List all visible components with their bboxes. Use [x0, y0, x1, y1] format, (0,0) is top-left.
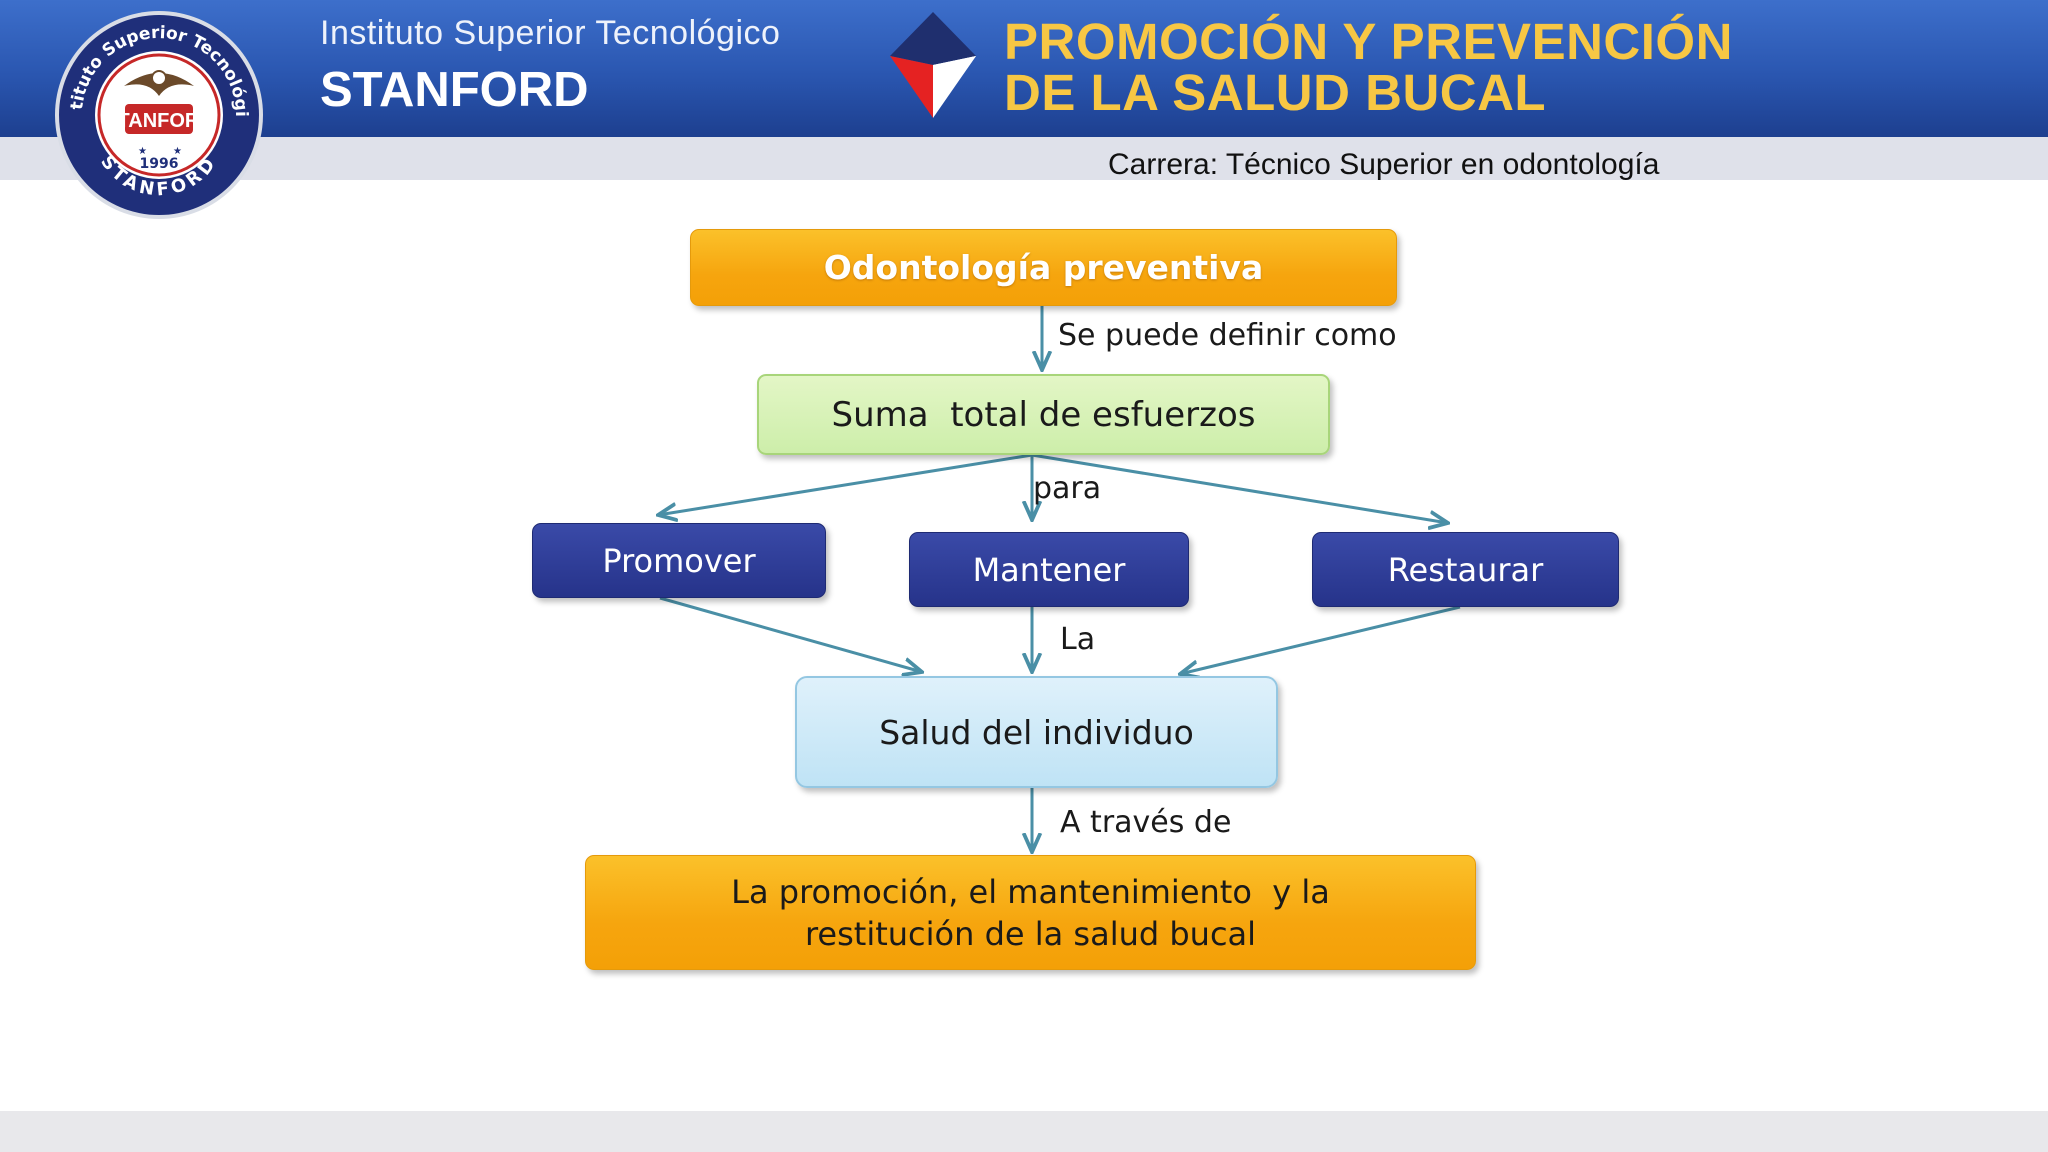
subtitle-bar — [0, 137, 2048, 180]
node-salud-individuo: Salud del individuo — [795, 676, 1278, 788]
svg-text:★: ★ — [138, 146, 147, 157]
footer-bar — [0, 1111, 2048, 1152]
header-bar — [0, 0, 2048, 137]
node-health-label: Salud del individuo — [879, 712, 1194, 752]
stanford-logo: Instituto Superior Tecnológico STANFORD … — [52, 8, 263, 219]
arrow-sum-to-promote — [658, 453, 1033, 515]
arrow-promote-to-health — [659, 596, 922, 672]
node-odontologia-preventiva: Odontología preventiva — [690, 229, 1397, 306]
logo-year: 1996 — [140, 156, 179, 172]
edge-label-define: Se puede definir como — [1058, 318, 1397, 353]
page-title: PROMOCIÓN Y PREVENCIÓN DE LA SALUD BUCAL — [1004, 16, 1733, 118]
node-root-label: Odontología preventiva — [823, 248, 1264, 287]
node-promover: Promover — [532, 523, 826, 598]
diamond-flag-icon — [890, 12, 976, 118]
arrow-restore-to-health — [1180, 605, 1461, 674]
career-subtitle: Carrera: Técnico Superior en odontología — [1108, 148, 1660, 181]
edge-label-para: para — [1033, 471, 1102, 506]
institute-name-line1: Instituto Superior Tecnológico — [320, 14, 781, 52]
node-restaurar: Restaurar — [1312, 532, 1619, 607]
node-mantener: Mantener — [909, 532, 1189, 607]
edge-label-la: La — [1060, 622, 1096, 657]
node-restore-label: Restaurar — [1387, 550, 1544, 589]
institute-name-line2: STANFORD — [320, 63, 589, 117]
title-line2: DE LA SALUD BUCAL — [1004, 64, 1547, 121]
node-resultado: La promoción, el mantenimiento y la rest… — [585, 855, 1476, 970]
logo-center-text: STANFORD — [104, 110, 214, 132]
node-maintain-label: Mantener — [972, 550, 1126, 589]
node-suma-total: Suma total de esfuerzos — [757, 374, 1330, 455]
arrow-sum-to-restore — [1031, 453, 1448, 523]
svg-text:★: ★ — [173, 146, 182, 157]
node-sum-label: Suma total de esfuerzos — [831, 394, 1256, 435]
node-result-line1: La promoción, el mantenimiento y la — [731, 872, 1330, 911]
node-promote-label: Promover — [602, 541, 756, 580]
edge-label-through: A través de — [1060, 805, 1232, 840]
title-line1: PROMOCIÓN Y PREVENCIÓN — [1004, 13, 1733, 70]
node-result-line2: restitución de la salud bucal — [804, 914, 1257, 953]
